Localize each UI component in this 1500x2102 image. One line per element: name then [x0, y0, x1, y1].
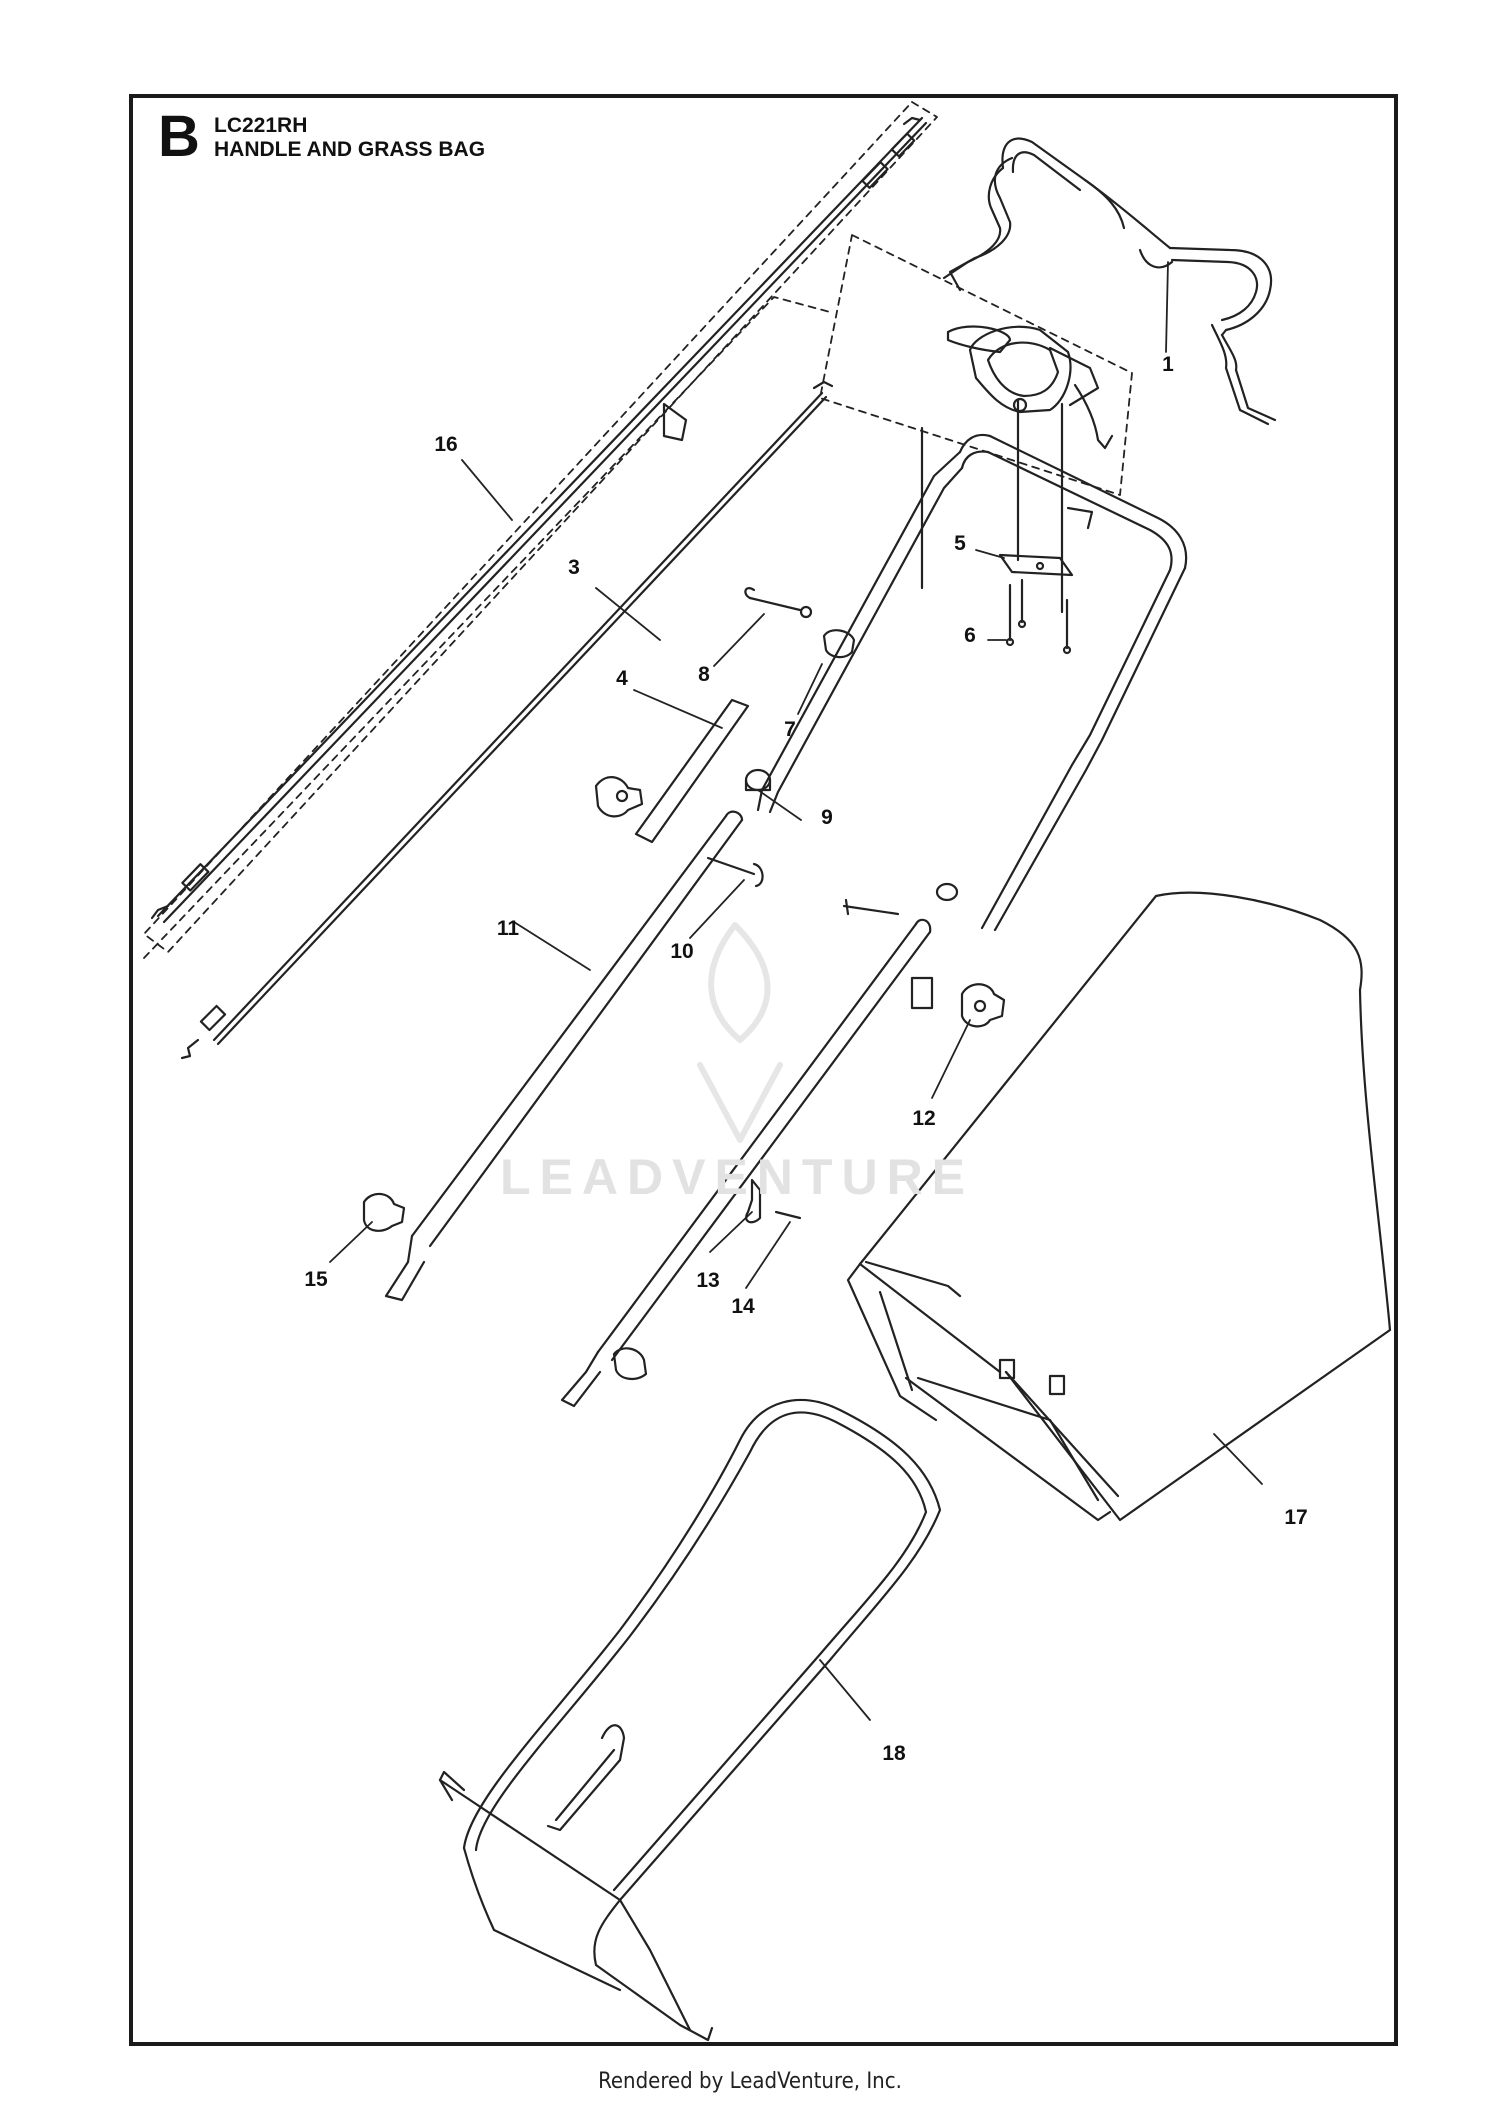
left-star-knob	[594, 776, 644, 818]
callout-6[interactable]: 6	[964, 624, 976, 647]
part-12-knob	[960, 983, 1006, 1028]
callout-3[interactable]: 3	[568, 556, 580, 579]
part-17-grass-bag	[846, 891, 1392, 1522]
callout-17[interactable]: 17	[1284, 1506, 1308, 1529]
callout-7[interactable]: 7	[784, 718, 796, 741]
watermark-logo	[697, 922, 783, 1143]
part-14-screw	[774, 1210, 802, 1220]
right-bottom-knob	[612, 1347, 648, 1380]
callout-15[interactable]: 15	[304, 1268, 328, 1291]
callout-11[interactable]: 11	[496, 917, 520, 940]
leader-lines	[329, 261, 1263, 1721]
callout-9[interactable]: 9	[821, 806, 833, 829]
part-4-latch	[634, 402, 750, 844]
title-block: LC221RH HANDLE AND GRASS BAG	[214, 114, 485, 162]
part-3-cable	[180, 380, 834, 1060]
callout-14[interactable]: 14	[731, 1295, 755, 1318]
callout-12[interactable]: 12	[912, 1107, 936, 1130]
callout-4[interactable]: 4	[616, 667, 628, 690]
control-dashed-box	[819, 234, 1133, 496]
callout-16[interactable]: 16	[434, 433, 458, 456]
model-number: LC221RH	[214, 114, 308, 137]
cable-group-dashed-box	[143, 101, 938, 953]
callout-8[interactable]: 8	[698, 663, 710, 686]
callout-10[interactable]: 10	[670, 940, 694, 963]
callout-1[interactable]: 1	[1162, 353, 1174, 376]
part-11-lower-tube	[384, 810, 744, 1302]
part-10-bolt	[706, 856, 764, 888]
part-6-screws	[1005, 578, 1072, 655]
callout-18[interactable]: 18	[882, 1742, 906, 1765]
callout-13[interactable]: 13	[696, 1269, 720, 1292]
control-lever-assembly	[946, 325, 1114, 450]
footer-credit: Rendered by LeadVenture, Inc.	[598, 2069, 902, 2094]
part-1-upper-handle	[942, 137, 1277, 426]
part-8-hook	[744, 587, 813, 619]
part-15-knob	[362, 1192, 406, 1232]
main-handle-frame	[756, 426, 1188, 932]
diagram-frame	[129, 94, 1398, 2046]
section-letter: B	[158, 104, 200, 169]
callout-5[interactable]: 5	[954, 532, 966, 555]
section-title: HANDLE AND GRASS BAG	[214, 138, 486, 161]
right-lower-tube	[560, 882, 959, 1408]
part-13-clip	[745, 1178, 762, 1224]
part-7-knob	[822, 629, 856, 659]
watermark-text: LEADVENTURE	[500, 1149, 975, 1205]
part-16-cable	[150, 116, 928, 924]
part-5-bracket	[998, 398, 1074, 614]
part-18-bag-frame	[438, 1398, 942, 2042]
cable-3-dashed-box	[143, 296, 831, 959]
